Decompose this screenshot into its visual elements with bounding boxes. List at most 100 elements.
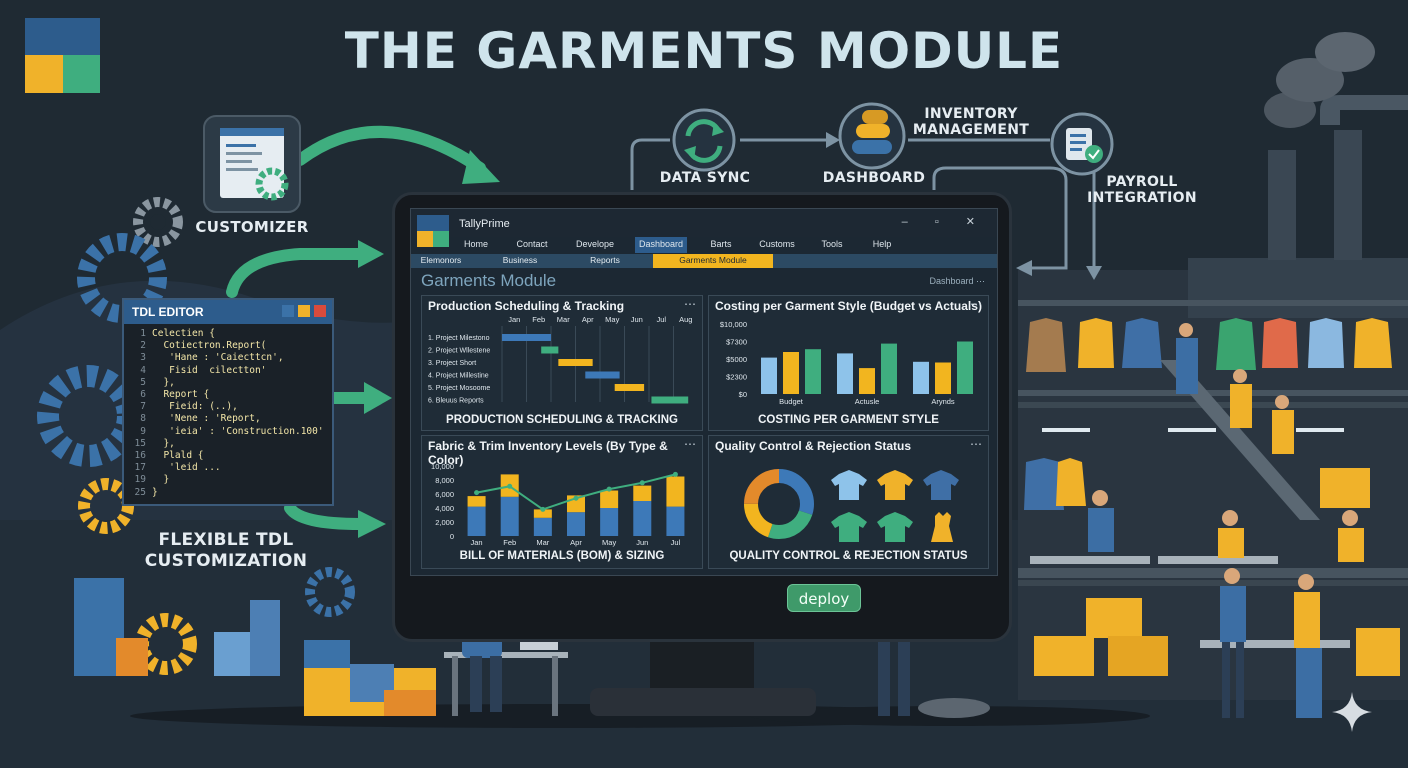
donut-slice <box>744 469 814 539</box>
menu-item-develope[interactable]: Develope <box>575 239 615 249</box>
costing-panel-title: Costing per Garment Style (Budget vs Act… <box>715 299 982 313</box>
quality-panel: Quality Control & Rejection Status ⋯ QUA… <box>708 435 989 569</box>
window-controls[interactable]: – ▫ ✕ <box>901 216 987 228</box>
y-tick-label: 8,000 <box>435 476 454 485</box>
code-line: 8 'Nene : 'Report, <box>128 413 324 425</box>
app-titlebar: TallyPrime – ▫ ✕ <box>411 209 997 237</box>
line-number: 6 <box>140 389 146 401</box>
line-number: 3 <box>140 352 146 364</box>
code-text: Plald { <box>152 450 204 462</box>
y-tick-label: 4,000 <box>435 504 454 513</box>
fabric-rolls-icon <box>838 102 906 170</box>
submenu-item-elemonors[interactable]: Elemonors <box>420 255 462 265</box>
dashboard-label: DASHBOARD <box>822 170 926 186</box>
month-tick-label: Apr <box>570 538 582 547</box>
y-tick-label: $10,000 <box>720 320 747 329</box>
cost-bar <box>859 368 875 394</box>
y-tick-label: $0 <box>739 390 747 399</box>
payroll-checklist-icon <box>1050 112 1114 176</box>
menu-item-dashboard[interactable]: Dashboard <box>635 237 687 253</box>
cost-bar <box>783 352 799 394</box>
close-button[interactable] <box>314 305 326 317</box>
tdl-customization-line-1: FLEXIBLE TDL <box>158 530 294 550</box>
code-line: 15 }, <box>128 438 324 450</box>
menu-item-home[interactable]: Home <box>463 239 488 249</box>
inventory-bar <box>633 501 652 536</box>
code-line: 2 Cotiectron.Report( <box>128 340 324 352</box>
trend-point <box>507 483 513 489</box>
submenu-item-reports[interactable]: Reports <box>590 255 620 265</box>
inventory-bar <box>533 517 552 536</box>
month-tick-label: Feb <box>503 538 516 547</box>
month-tick-label: Mar <box>536 538 549 547</box>
factory-illustration <box>1018 32 1408 718</box>
code-line: 19 } <box>128 474 324 486</box>
code-text: } <box>152 474 170 486</box>
panel-menu-icon[interactable]: ⋯ <box>684 297 696 311</box>
menu-item-barts[interactable]: Barts <box>710 239 732 249</box>
code-text: Fisid cilectton' <box>152 364 267 376</box>
trend-point <box>672 471 678 477</box>
y-tick-label: $5000 <box>726 355 747 364</box>
cost-bar <box>881 343 897 394</box>
code-text: 'ieia' : 'Construction.100' <box>152 425 324 437</box>
maximize-button[interactable] <box>298 305 310 317</box>
code-line: 7 Fieid: (..), <box>128 401 324 413</box>
y-tick-label: 2,000 <box>435 518 454 527</box>
month-tick-label: Jan <box>508 315 520 324</box>
page-title: THE GARMENTS MODULE <box>344 22 1064 80</box>
line-number: 4 <box>140 364 146 376</box>
code-line: 9 'ieia' : 'Construction.100' <box>128 425 324 438</box>
menu-item-contact[interactable]: Contact <box>516 239 548 249</box>
deploy-button[interactable]: deploy <box>787 584 861 612</box>
code-text: Cotiectron.Report( <box>152 340 267 352</box>
code-text: 'leid ... <box>152 462 221 474</box>
code-line: 25} <box>128 487 324 499</box>
tdl-customization-label: FLEXIBLE TDL CUSTOMIZATION <box>140 530 312 572</box>
inventory-panel-footer: BILL OF MATERIALS (BOM) & SIZING <box>459 550 665 562</box>
task-label: 2. Project Wllestene <box>428 348 490 355</box>
production-panel-title: Production Scheduling & Tracking <box>428 299 625 313</box>
customizer-icon <box>203 115 301 213</box>
y-tick-label: $2300 <box>726 373 747 382</box>
menu-item-tools[interactable]: Tools <box>821 239 843 249</box>
tdl-customization-line-2: CUSTOMIZATION <box>144 551 308 571</box>
inventory-bar <box>633 485 652 501</box>
cost-bar <box>935 362 951 394</box>
logo-mark <box>25 18 100 93</box>
month-tick-label: Jul <box>656 315 666 324</box>
cost-bar <box>913 361 929 394</box>
line-number: 15 <box>134 437 146 449</box>
tdl-editor-titlebar: TDL EDITOR <box>124 300 332 324</box>
panel-menu-icon[interactable]: ⋯ <box>684 437 696 451</box>
panel-menu-icon[interactable]: ⋯ <box>970 437 982 451</box>
inventory-line-2: MANAGEMENT <box>912 122 1030 138</box>
menu-item-customs[interactable]: Customs <box>759 239 795 249</box>
cost-bar <box>761 357 777 394</box>
group-label: Arynds <box>931 397 955 406</box>
submenu-item-garments-module[interactable]: Garments Module <box>653 254 773 268</box>
minimize-button[interactable] <box>282 305 294 317</box>
code-line: 3 'Hane : 'Caiecttcn', <box>128 352 324 364</box>
donut-slice <box>744 469 814 539</box>
month-tick-label: Aug <box>679 315 692 324</box>
code-text: Fieid: (..), <box>152 401 238 413</box>
y-tick-label: $7300 <box>726 338 747 347</box>
dashboard-breadcrumb[interactable]: Dashboard ⋯ <box>929 276 985 286</box>
panel-menu-icon[interactable]: ⋯ <box>970 297 982 311</box>
code-line: 5 }, <box>128 377 324 389</box>
submenu-item-business[interactable]: Business <box>502 255 538 265</box>
main-menu: Home Contact Develope Dashboard Barts Customs… <box>451 237 997 253</box>
line-number: 16 <box>134 450 146 462</box>
data-sync-label: DATA SYNC <box>659 170 751 186</box>
line-number: 7 <box>140 401 146 413</box>
cost-bar <box>805 349 821 394</box>
menu-item-help[interactable]: Help <box>872 239 892 249</box>
tdl-editor-title: TDL EDITOR <box>132 305 204 319</box>
